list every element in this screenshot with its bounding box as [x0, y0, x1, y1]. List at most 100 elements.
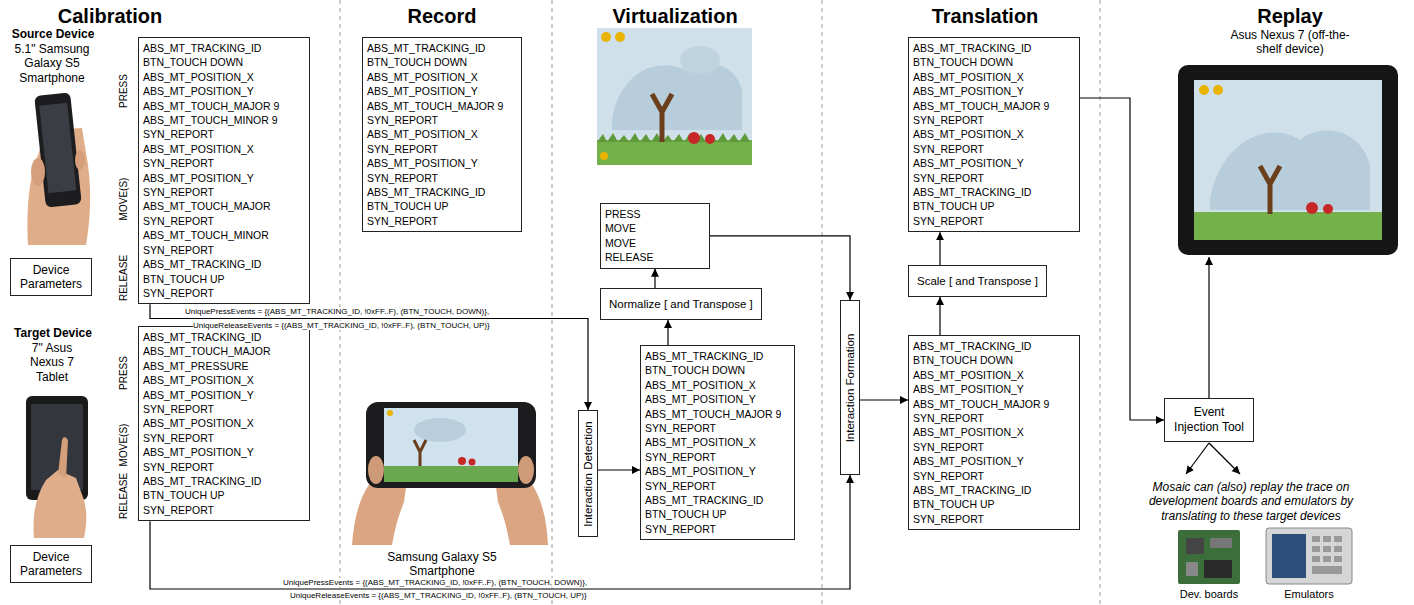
- source-phone-photo: [27, 92, 90, 245]
- node-text: ABS_MT_TRACKING_ID: [367, 185, 515, 199]
- arrow: [1186, 443, 1209, 474]
- column-heading: Record: [408, 4, 477, 28]
- node-text: ABS_MT_TRACKING_ID: [913, 483, 1073, 497]
- node-text: ABS_MT_TOUCH_MAJOR 9: [367, 99, 515, 113]
- node-text: ABS_MT_TOUCH_MAJOR 9: [913, 99, 1073, 113]
- node-text: ABS_MT_POSITION_X: [367, 127, 515, 141]
- phase-label: RELEASE: [118, 473, 130, 519]
- node-text: SYN_REPORT: [913, 440, 1073, 454]
- game-icon: [615, 32, 625, 42]
- connector: [1186, 562, 1198, 576]
- bird: [458, 457, 466, 465]
- node-text: ABS_MT_POSITION_X: [645, 435, 788, 449]
- node-text: SYN_REPORT: [913, 411, 1073, 425]
- bird: [705, 134, 715, 144]
- node-text: SYN_REPORT: [367, 214, 515, 228]
- node-text: ABS_MT_TRACKING_ID: [143, 257, 303, 271]
- replay-tablet-photo: [1178, 65, 1398, 255]
- phone-body: [366, 402, 536, 488]
- node-text: ABS_MT_POSITION_X: [913, 127, 1073, 141]
- arrow: [1208, 257, 1209, 398]
- connector-arrow: [598, 469, 640, 470]
- node-text: MOVE: [605, 221, 703, 235]
- node-text: ABS_MT_TRACKING_ID: [367, 41, 515, 55]
- node-text: MOVE: [605, 236, 703, 250]
- node-text: ABS_MT_POSITION_Y: [143, 388, 303, 402]
- connector-arrow: [939, 232, 940, 265]
- vertical-process-box: Interaction Formation: [840, 300, 860, 475]
- node-text: ABS_MT_POSITION_X: [367, 70, 515, 84]
- node-text: SYN_REPORT: [913, 214, 1073, 228]
- phase-label: RELEASE: [118, 255, 130, 301]
- node-text: ABS_MT_TRACKING_ID: [143, 330, 303, 344]
- target-tablet-photo: [26, 396, 88, 538]
- node-text: ABS_MT_POSITION_Y: [367, 156, 515, 170]
- process-box: Normalize [ and Transpose ]: [600, 288, 762, 320]
- node-text: ABS_MT_POSITION_Y: [645, 392, 788, 406]
- record-phone-photo: [352, 402, 548, 545]
- photo-caption: Dev. boards: [1169, 588, 1249, 601]
- arrow: [1209, 443, 1240, 474]
- node-text: BTN_TOUCH DOWN: [913, 55, 1073, 69]
- node-text: ABS_MT_TOUCH_MAJOR: [143, 199, 303, 213]
- event-list: ABS_MT_TRACKING_IDABS_MT_TOUCH_MAJORABS_…: [138, 326, 310, 521]
- game-background: [680, 46, 720, 74]
- finger: [58, 437, 68, 478]
- node-text: ABS_MT_TOUCH_MAJOR 9: [143, 99, 303, 113]
- slingshot: [414, 440, 426, 466]
- event-list: ABS_MT_TRACKING_IDBTN_TOUCH DOWNABS_MT_P…: [908, 37, 1080, 232]
- node-text: ABS_MT_TRACKING_ID: [913, 339, 1073, 353]
- node-text: ABS_MT_POSITION_Y: [645, 464, 788, 478]
- hand: [34, 470, 87, 538]
- game-icon: [1199, 85, 1209, 95]
- column-separator: [340, 0, 341, 605]
- node-text: SYN_REPORT: [143, 127, 303, 141]
- game-sky: [597, 28, 752, 165]
- device-name: 5.1" Samsung Galaxy S5 Smartphone: [6, 42, 98, 85]
- injection-tool-box: Event Injection Tool: [1164, 398, 1254, 442]
- event-list: ABS_MT_TRACKING_IDBTN_TOUCH DOWNABS_MT_P…: [640, 345, 795, 540]
- node-text: SYN_REPORT: [143, 243, 303, 257]
- slingshot: [652, 94, 672, 142]
- thumb: [518, 456, 534, 484]
- game-grass: [597, 133, 750, 142]
- thumb: [31, 158, 45, 186]
- phone-screen: [384, 408, 518, 482]
- thumb: [368, 456, 384, 484]
- column-heading: Translation: [932, 4, 1039, 28]
- device-heading: Target Device: [4, 326, 102, 340]
- connector-arrow: [654, 269, 655, 288]
- node-text: SYN_REPORT: [367, 113, 515, 127]
- node-text: ABS_MT_POSITION_Y: [913, 156, 1073, 170]
- phase-label: MOVE(S): [118, 424, 130, 467]
- event-set: UniqueReleaseEvents = {(ABS_MT_TRACKING_…: [290, 591, 587, 600]
- node-text: ABS_MT_TOUCH_MINOR: [143, 228, 303, 242]
- node-text: SYN_REPORT: [143, 402, 303, 416]
- game-icon: [601, 32, 611, 42]
- node-text: SYN_REPORT: [645, 479, 788, 493]
- node-text: SYN_REPORT: [367, 142, 515, 156]
- node-text: ABS_MT_TOUCH_MAJOR 9: [913, 397, 1073, 411]
- phone-body: [34, 92, 82, 207]
- node-text: ABS_MT_POSITION_X: [913, 70, 1073, 84]
- node-text: SYN_REPORT: [913, 469, 1073, 483]
- phase-label: PRESS: [118, 356, 130, 390]
- node-text: ABS_MT_TRACKING_ID: [143, 41, 303, 55]
- finger: [75, 150, 85, 170]
- node-text: SYN_REPORT: [645, 522, 788, 536]
- node-text: BTN_TOUCH DOWN: [143, 55, 303, 69]
- phase-label: MOVE(S): [118, 178, 130, 221]
- column-heading: Virtualization: [612, 4, 737, 28]
- connector-arrow: [939, 297, 940, 335]
- node-text: SYN_REPORT: [143, 460, 303, 474]
- column-heading: Calibration: [58, 4, 162, 28]
- node-text: ABS_MT_POSITION_X: [143, 70, 303, 84]
- node-text: BTN_TOUCH DOWN: [367, 55, 515, 69]
- emulator-window: [1266, 528, 1352, 584]
- device-name: Asus Nexus 7 (off-the-shelf device): [1225, 28, 1355, 57]
- node-text: ABS_MT_POSITION_X: [143, 416, 303, 430]
- node-text: Event Injection Tool: [1171, 405, 1247, 435]
- node-text: SYN_REPORT: [143, 185, 303, 199]
- device-heading: Source Device: [4, 27, 102, 41]
- slingshot: [1260, 166, 1280, 214]
